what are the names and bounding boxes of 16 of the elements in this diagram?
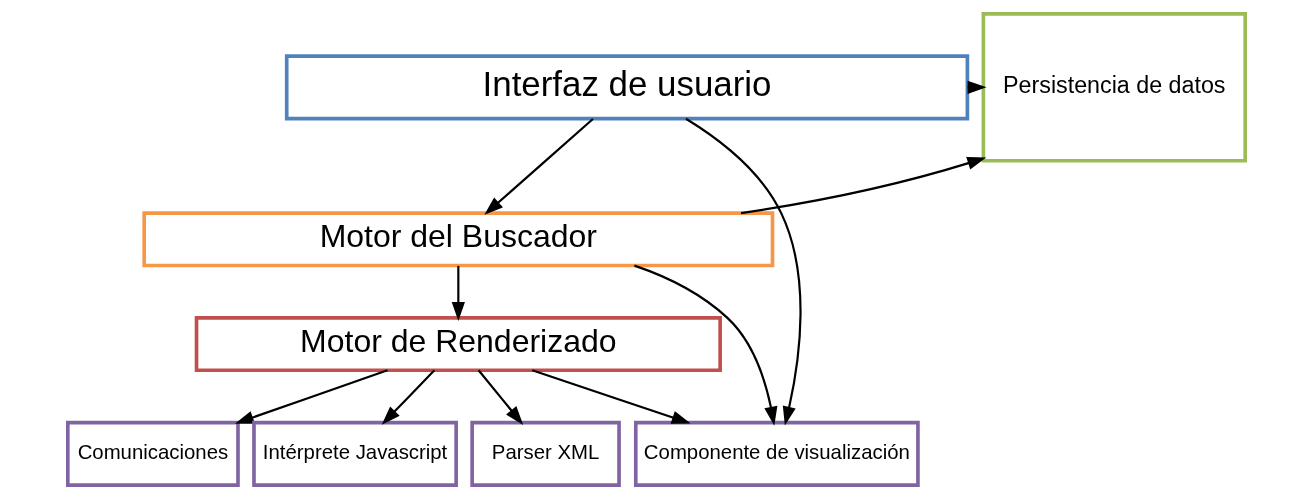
arrow [634,264,778,426]
arrow [477,369,524,425]
arrow [484,118,594,215]
arrow [685,117,802,426]
node-box: Persistencia de datos [981,12,1247,163]
node-box: Componente de visualización [633,420,920,487]
node-box: Motor de Renderizado [194,316,722,373]
arrow [381,369,436,425]
node-box: Motor del Buscador [142,211,775,268]
node-box: Comunicaciones [66,420,240,487]
arrow [740,156,987,215]
node-box: Intérprete Javascript [252,420,458,487]
arrow [531,369,691,424]
arrow [234,369,388,424]
arrow [451,265,465,321]
node-box: Parser XML [470,420,621,487]
